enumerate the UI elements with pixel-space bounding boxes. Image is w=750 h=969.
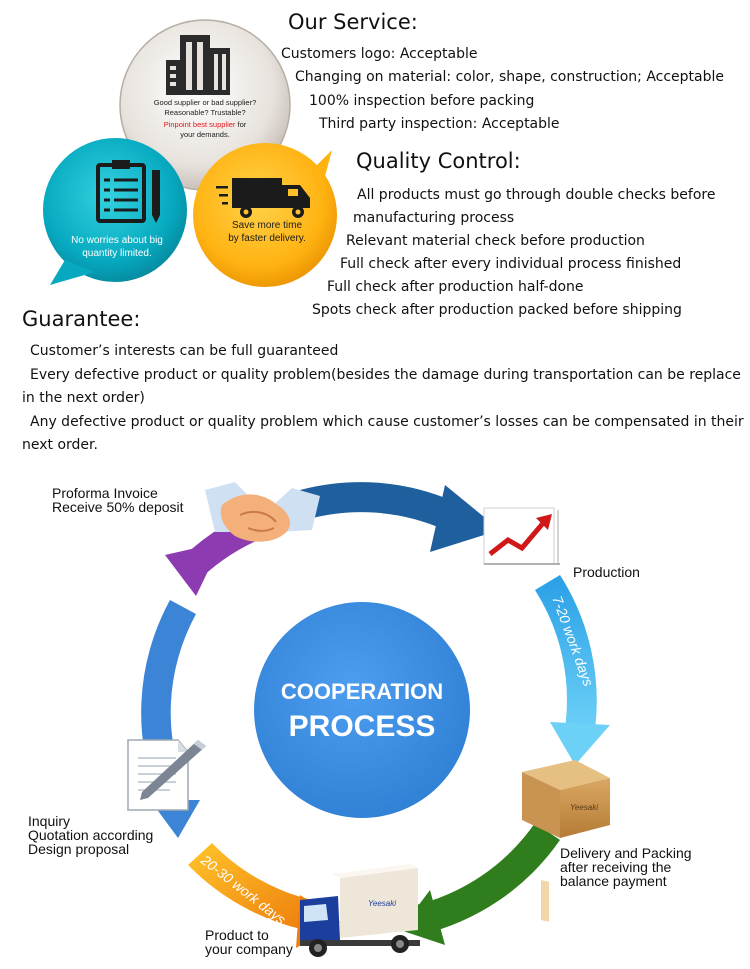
arc-dark-blue	[300, 482, 455, 530]
guarantee-line: Any defective product or quality problem…	[30, 413, 744, 430]
quality-title: Quality Control:	[356, 149, 521, 173]
guarantee-text: Customer’s interests can be full guarant…	[22, 340, 744, 458]
clipboard-icon	[96, 160, 160, 223]
arc-purple-arrow	[165, 542, 222, 596]
guarantee-line: in the next order)	[22, 390, 145, 406]
service-item: Changing on material: color, shape, cons…	[295, 69, 725, 85]
quality-item: Full check after every individual proces…	[340, 256, 682, 272]
step-inquiry-label: Inquiry Quotation according Design propo…	[28, 813, 154, 857]
package-box-icon	[522, 760, 610, 922]
orange-bubble-text: Save more time by faster delivery.	[228, 220, 306, 244]
step-production-label: Production	[573, 564, 640, 580]
arc-green	[412, 823, 560, 935]
arc-orange	[188, 843, 312, 930]
quality-item: Full check after production half-done	[327, 279, 584, 295]
service-item: 100% inspection before packing	[309, 93, 535, 109]
teal-bubble-text: No worries about big quantity limited.	[71, 235, 163, 259]
guarantee-title: Guarantee:	[22, 307, 141, 331]
guarantee-line: Customer’s interests can be full guarant…	[30, 343, 339, 359]
service-title: Our Service:	[288, 10, 418, 34]
truck-label: Yeesaki	[368, 899, 396, 908]
cooperation-process-diagram: COOPERATION PROCESS 7-20 work days 20-30…	[127, 482, 610, 957]
service-item: Customers logo: Acceptable	[281, 46, 478, 62]
package-box-label: Yeesaki	[570, 803, 598, 812]
step-proforma-label: Proforma Invoice Receive 50% deposit	[52, 485, 184, 515]
quality-item: Spots check after production packed befo…	[312, 302, 682, 318]
service-bubbles-illustration	[43, 19, 337, 287]
quality-item: Relevant material check before productio…	[346, 233, 645, 249]
gray-bubble-text: Good supplier or bad supplier? Reasonabl…	[153, 98, 257, 139]
service-item: Third party inspection: Acceptable	[319, 116, 560, 132]
guarantee-line: Every defective product or quality probl…	[30, 366, 741, 383]
handshake-icon	[205, 482, 320, 542]
quality-item: All products must go through double chec…	[357, 187, 716, 203]
arc-light-blue-arrow	[550, 722, 610, 765]
growth-chart-icon	[483, 507, 560, 565]
orange-bubble	[193, 143, 337, 287]
arc-green-arrow	[400, 890, 445, 945]
quality-item: manufacturing process	[353, 210, 515, 226]
arc-light-blue	[535, 575, 597, 730]
delivery-truck-icon	[300, 864, 420, 957]
step-product-label: Product to your company	[205, 927, 293, 957]
building-icon	[166, 35, 230, 95]
document-pen-icon	[127, 739, 206, 811]
center-title-line2: PROCESS	[289, 710, 436, 743]
center-circle	[254, 602, 470, 818]
guarantee-line: next order.	[22, 437, 98, 453]
arc-dark-blue-arrow	[430, 485, 500, 552]
truck-icon	[216, 178, 310, 218]
step-delivery-label: Delivery and Packing after receiving the…	[560, 845, 692, 889]
center-title-line1: COOPERATION	[281, 679, 443, 704]
